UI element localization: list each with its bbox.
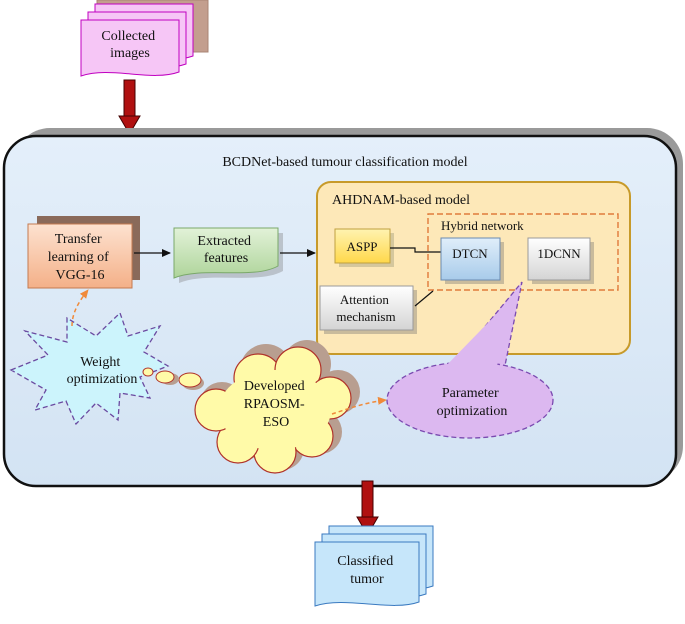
- weight-to-transfer-arrow: [71, 289, 89, 327]
- hybrid-network-box: [427, 213, 619, 291]
- attention-mechanism-box: Attention mechanism: [319, 285, 417, 334]
- transfer-learning-box: Transfer learning of VGG-16: [27, 216, 140, 289]
- parameter-optimization-label: Parameter optimization: [437, 386, 508, 419]
- 1dcnn-box: 1DCNN: [527, 237, 594, 284]
- collected-images-label: Collected images: [101, 29, 158, 61]
- attention-connector: [414, 290, 434, 307]
- developed-rpaosm-eso-cloud: Developed RPAOSM- ESO: [194, 340, 360, 474]
- weight-optimization-star: Weight optimization: [9, 311, 170, 426]
- transfer-learning-label: Transfer learning of VGG-16: [48, 232, 113, 283]
- weight-optimization-label: Weight optimization: [67, 355, 138, 387]
- dtcn-box: DTCN: [440, 237, 504, 284]
- dtcn-label: DTCN: [452, 246, 488, 261]
- hybrid-network-label: Hybrid network: [441, 218, 524, 233]
- model-title: BCDNet-based tumour classification model: [222, 155, 467, 170]
- ahdnam-label: AHDNAM-based model: [332, 193, 470, 208]
- collected-images-doc: Collected images: [80, 0, 209, 77]
- aspp-dtcn-connector: [390, 247, 441, 253]
- parameter-optimization-callout: Parameter optimization: [386, 281, 554, 439]
- input-arrow: [118, 79, 141, 135]
- extracted-features-label: Extracted features: [197, 234, 254, 266]
- thought-bubbles: [142, 367, 204, 390]
- developed-rpaosm-eso-label: Developed RPAOSM- ESO: [244, 379, 308, 430]
- attention-mechanism-label: Attention mechanism: [336, 292, 395, 324]
- extracted-features-box: Extracted features: [173, 227, 283, 283]
- 1dcnn-label: 1DCNN: [537, 246, 581, 261]
- classified-tumor-label: Classified tumor: [337, 554, 397, 587]
- aspp-label: ASPP: [346, 239, 377, 254]
- eso-to-parameter-arrow: [331, 396, 387, 415]
- aspp-box: ASPP: [334, 228, 394, 267]
- classified-tumor-doc: Classified tumor: [314, 525, 434, 607]
